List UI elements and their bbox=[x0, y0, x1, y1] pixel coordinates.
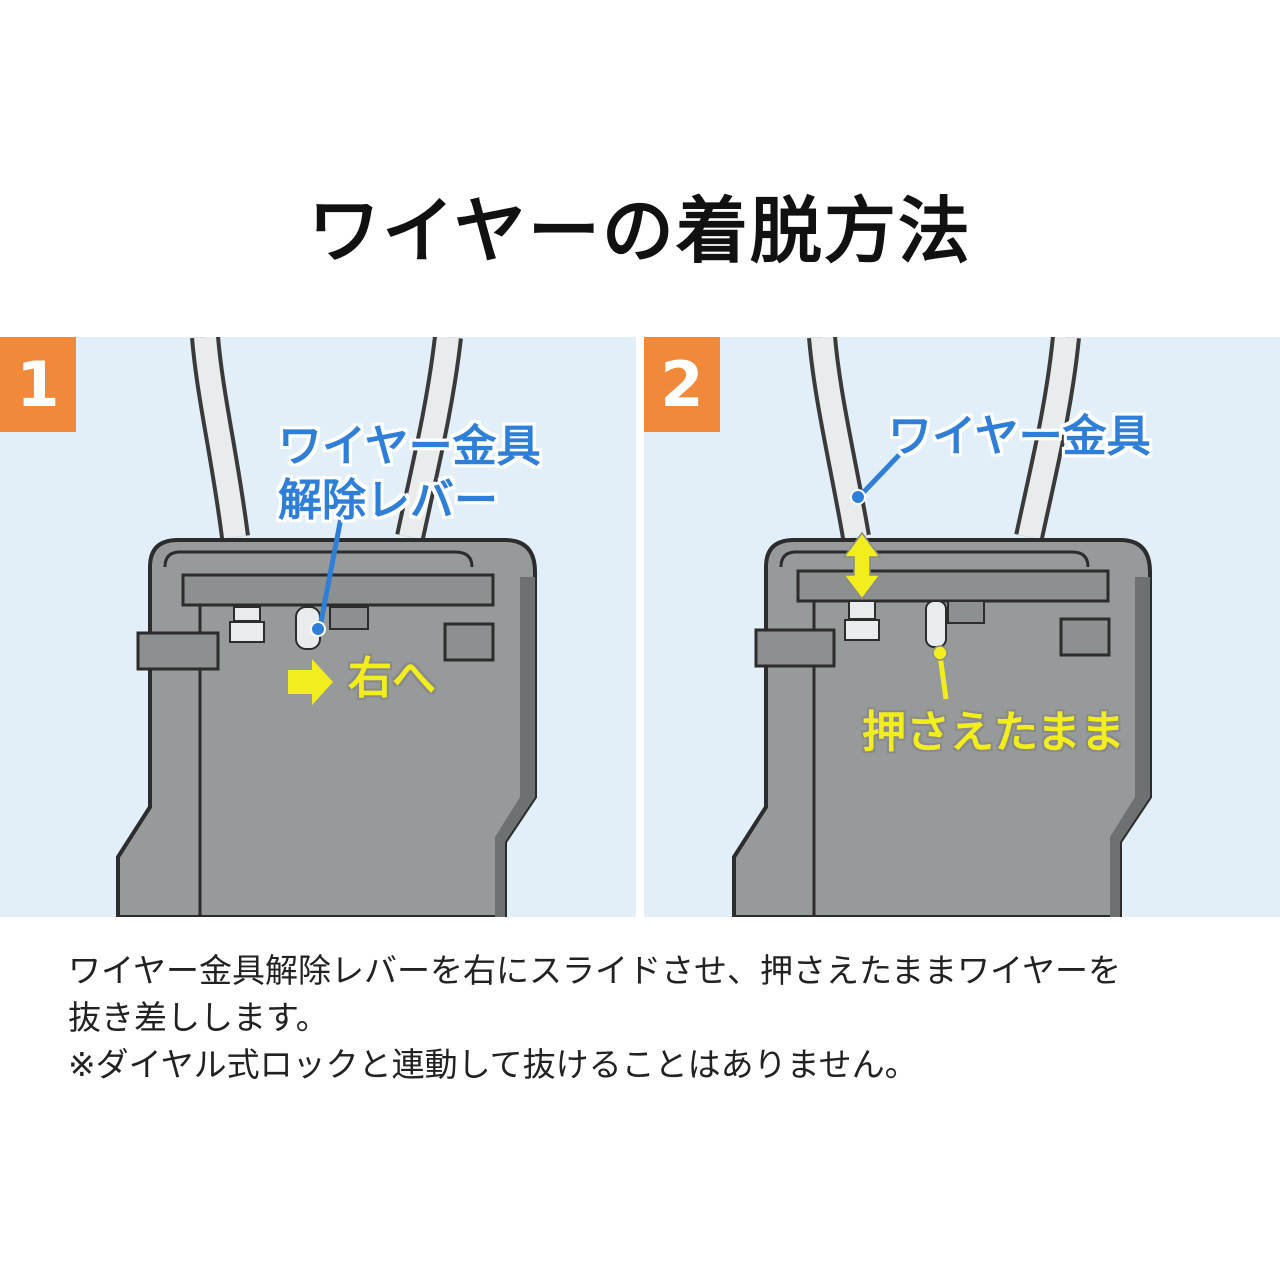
description-line-2: 抜き差しします。 bbox=[68, 997, 329, 1037]
action-label: 押さえたまま bbox=[862, 707, 1125, 758]
action-label: 右へ bbox=[348, 653, 436, 704]
right-arrow bbox=[288, 659, 333, 705]
callout-leader bbox=[317, 496, 348, 628]
step-number-badge: 1 bbox=[0, 337, 76, 432]
page-title: ワイヤーの着脱方法 bbox=[308, 189, 972, 273]
action-leader bbox=[937, 654, 949, 700]
callout-leader bbox=[857, 453, 901, 499]
side-clip-left bbox=[136, 631, 220, 671]
side-clip-right bbox=[443, 622, 495, 662]
side-clip-left bbox=[754, 628, 836, 668]
description-note: ※ダイヤル式ロックと連動して抜けることはありません。 bbox=[68, 1044, 918, 1084]
side-clip-right bbox=[1059, 617, 1111, 657]
step-1-panel: 1 ワイヤー金具 解除レバー 右へ bbox=[0, 337, 636, 917]
description-line-1: ワイヤー金具解除レバーを右にスライドさせ、押さえたままワイヤーを bbox=[68, 951, 1122, 990]
description: ワイヤー金具解除レバーを右にスライドさせ、押さえたままワイヤーを 抜き差しします… bbox=[68, 948, 1228, 1089]
top-bar bbox=[181, 573, 495, 607]
callout-lever-line1: ワイヤー金具 bbox=[278, 421, 541, 472]
step-number-badge: 2 bbox=[644, 337, 720, 432]
wire-fitting bbox=[848, 600, 876, 620]
step-2-panel: 2 ワイヤー金具 押さえたまま bbox=[644, 337, 1280, 917]
callout-lever-line2: 解除レバー bbox=[278, 475, 498, 526]
step-1-illustration bbox=[116, 337, 537, 917]
wire-fitting bbox=[233, 606, 261, 622]
callout-fitting: ワイヤー金具 bbox=[888, 411, 1151, 462]
up-down-arrow bbox=[842, 531, 882, 601]
release-lever bbox=[925, 600, 947, 648]
step-2-illustration bbox=[732, 337, 1152, 917]
